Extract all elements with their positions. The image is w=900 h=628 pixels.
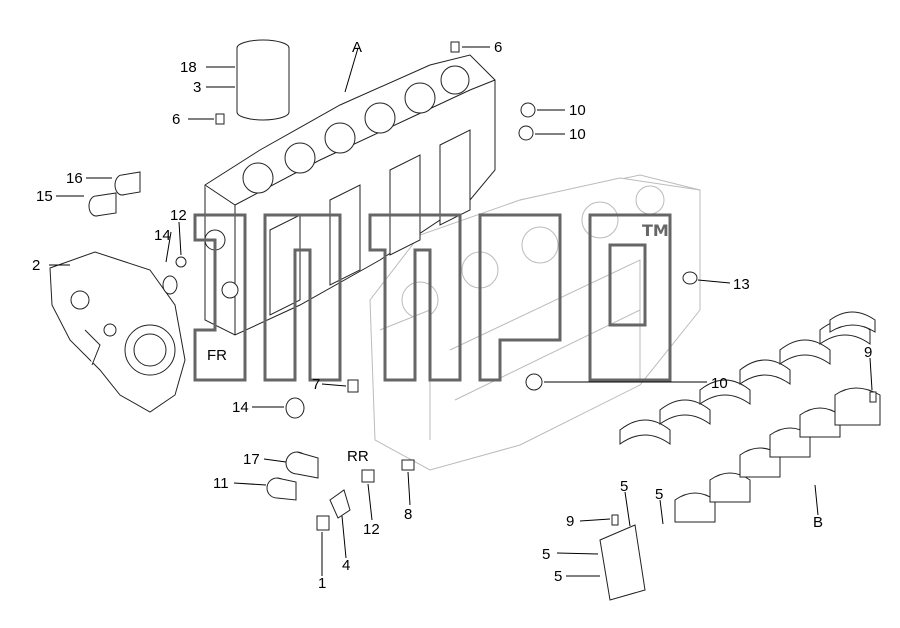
callout-5-top-right: 5 — [655, 486, 663, 503]
callout-10-c: 10 — [711, 375, 728, 392]
callout-8: 8 — [404, 506, 412, 523]
callout-14-top: 14 — [154, 227, 171, 244]
dowel-pins-part-6 — [215, 41, 460, 125]
cylinder-liner-part-18 — [236, 39, 290, 121]
callout-13: 13 — [733, 276, 750, 293]
seals-part-11-17 — [266, 451, 319, 501]
label-FR: FR — [207, 347, 227, 364]
callout-labels: 18 3 A 6 6 10 10 16 15 12 14 2 13 9 FR 7… — [32, 39, 872, 592]
callout-12-top: 12 — [170, 207, 187, 224]
callout-5-mid: 5 — [542, 546, 550, 563]
front-plate-part-2 — [49, 251, 186, 413]
cylinder-block-part-A — [204, 54, 496, 336]
callout-10-a: 10 — [569, 102, 586, 119]
callout-11: 11 — [213, 475, 229, 492]
callout-14-bottom: 14 — [232, 399, 249, 416]
callout-15: 15 — [36, 188, 53, 205]
callout-3: 3 — [193, 79, 201, 96]
callout-9-right: 9 — [864, 344, 872, 361]
small-parts-12-14 — [162, 256, 698, 419]
watermark-tm: TM — [642, 221, 669, 240]
callout-6-top: 6 — [494, 39, 502, 56]
bearing-shells-upper — [619, 311, 876, 445]
callout-6-left: 6 — [172, 111, 180, 128]
ghost-engine-block — [369, 174, 701, 471]
callout-2: 2 — [32, 257, 40, 274]
bearing-caps-part-B — [599, 387, 881, 601]
callout-5-bottom: 5 — [554, 568, 562, 585]
label-RR: RR — [347, 448, 369, 465]
callout-5-top-left: 5 — [620, 478, 628, 495]
callout-B: B — [813, 514, 823, 531]
nozzle-bolt-parts-1-4-8-12 — [316, 459, 415, 531]
watermark-logo — [193, 213, 672, 382]
callout-1: 1 — [318, 575, 326, 592]
callout-16: 16 — [66, 170, 83, 187]
callout-7: 7 — [312, 376, 320, 393]
callout-18: 18 — [180, 59, 197, 76]
callout-4: 4 — [342, 557, 350, 574]
leader-lines — [49, 46, 873, 577]
callout-17: 17 — [243, 451, 260, 468]
callout-9-bottom: 9 — [566, 513, 574, 530]
plugs-part-10 — [518, 102, 543, 391]
callout-12-bottom: 12 — [363, 521, 380, 538]
bushings-part-15-16 — [88, 171, 141, 217]
callout-A: A — [352, 39, 362, 56]
callout-10-b: 10 — [569, 126, 586, 143]
